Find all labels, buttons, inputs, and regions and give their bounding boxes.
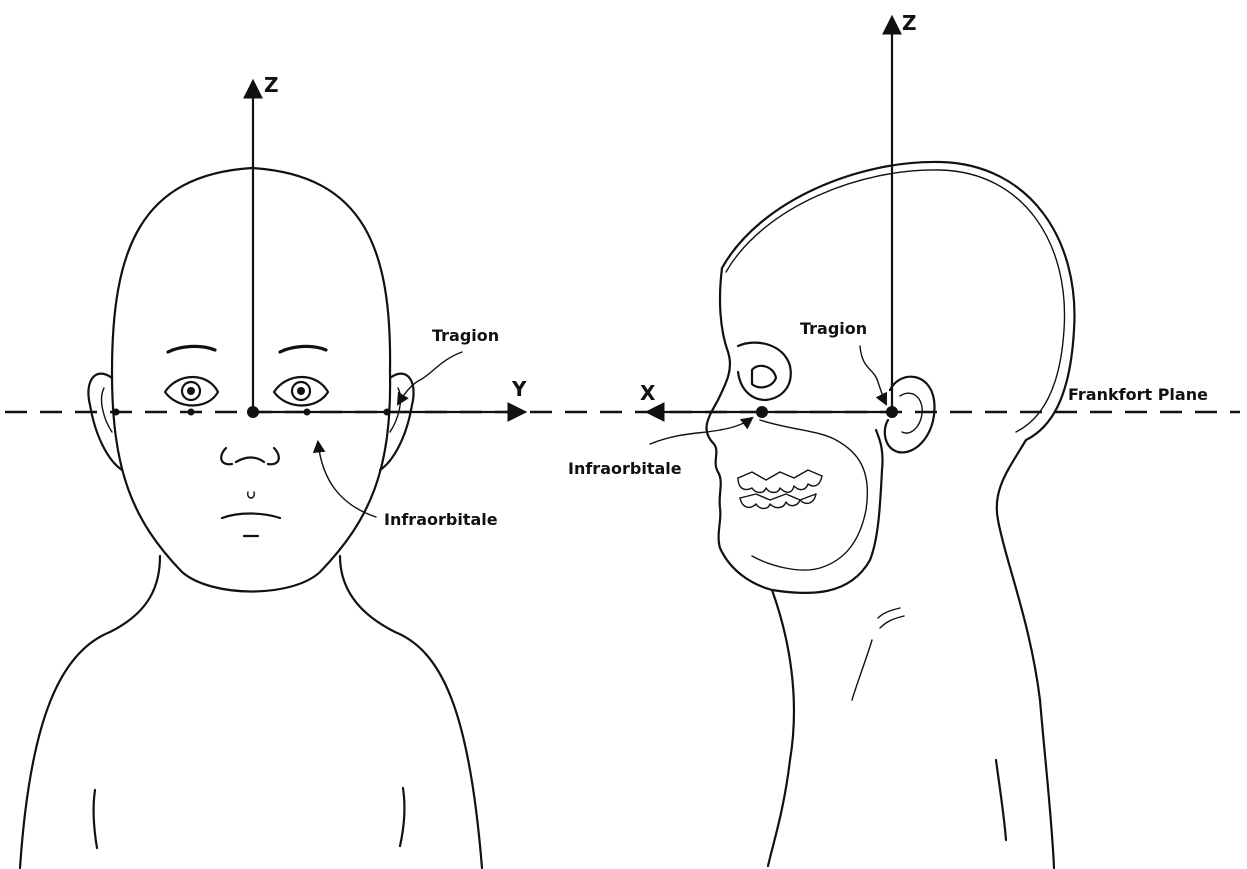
front-left-eyebrow xyxy=(168,346,215,352)
side-tragion-leader xyxy=(860,346,886,404)
front-mouth xyxy=(222,514,280,519)
side-infraorbitale-label: Infraorbitale xyxy=(568,459,682,478)
front-view: Z Y Tragion Infraorbitale xyxy=(20,73,527,868)
front-right-ear-inner xyxy=(390,388,400,432)
front-z-axis-label: Z xyxy=(264,73,279,97)
front-philtrum xyxy=(248,492,255,498)
side-eye-socket xyxy=(738,343,791,400)
side-teeth xyxy=(738,470,822,509)
side-z-axis-label: Z xyxy=(902,11,917,35)
front-right-eyebrow xyxy=(280,346,326,352)
front-left-arm-line xyxy=(94,790,97,848)
side-neck-crease xyxy=(852,608,904,700)
front-origin-point xyxy=(247,406,259,418)
side-tragion-point xyxy=(886,406,898,418)
front-left-tragion-point xyxy=(113,409,120,416)
front-left-eye xyxy=(165,377,218,406)
front-right-eye xyxy=(274,377,328,406)
side-neck-front xyxy=(768,590,794,866)
frankfort-plane-label: Frankfort Plane xyxy=(1068,385,1208,404)
side-mandible xyxy=(752,420,867,570)
side-head-outline xyxy=(722,162,1074,868)
front-head-outline xyxy=(112,168,390,592)
side-eye xyxy=(752,366,776,388)
side-infraorbitale-leader xyxy=(650,418,752,444)
side-view: Z X Tragion Infraorbitale Frankfort Plan… xyxy=(568,11,1208,868)
front-left-ear xyxy=(88,374,122,470)
side-x-axis-label: X xyxy=(640,381,656,405)
side-face-profile xyxy=(706,268,772,590)
front-right-infraorbitale-point xyxy=(304,409,311,416)
front-right-tragion-point xyxy=(384,409,391,416)
front-tragion-leader xyxy=(398,352,462,404)
front-nose xyxy=(221,448,279,464)
side-back-line xyxy=(996,760,1006,840)
front-right-ear xyxy=(380,374,414,470)
front-infraorbitale-label: Infraorbitale xyxy=(384,510,498,529)
front-tragion-label: Tragion xyxy=(432,326,499,345)
front-left-infraorbitale-point xyxy=(188,409,195,416)
front-y-axis-label: Y xyxy=(511,377,527,401)
front-right-arm-line xyxy=(400,788,404,846)
front-neck-right xyxy=(340,556,482,868)
front-left-ear-inner xyxy=(102,388,112,432)
side-infraorbitale-point xyxy=(756,406,768,418)
side-tragion-label: Tragion xyxy=(800,319,867,338)
front-neck-left xyxy=(20,556,160,868)
